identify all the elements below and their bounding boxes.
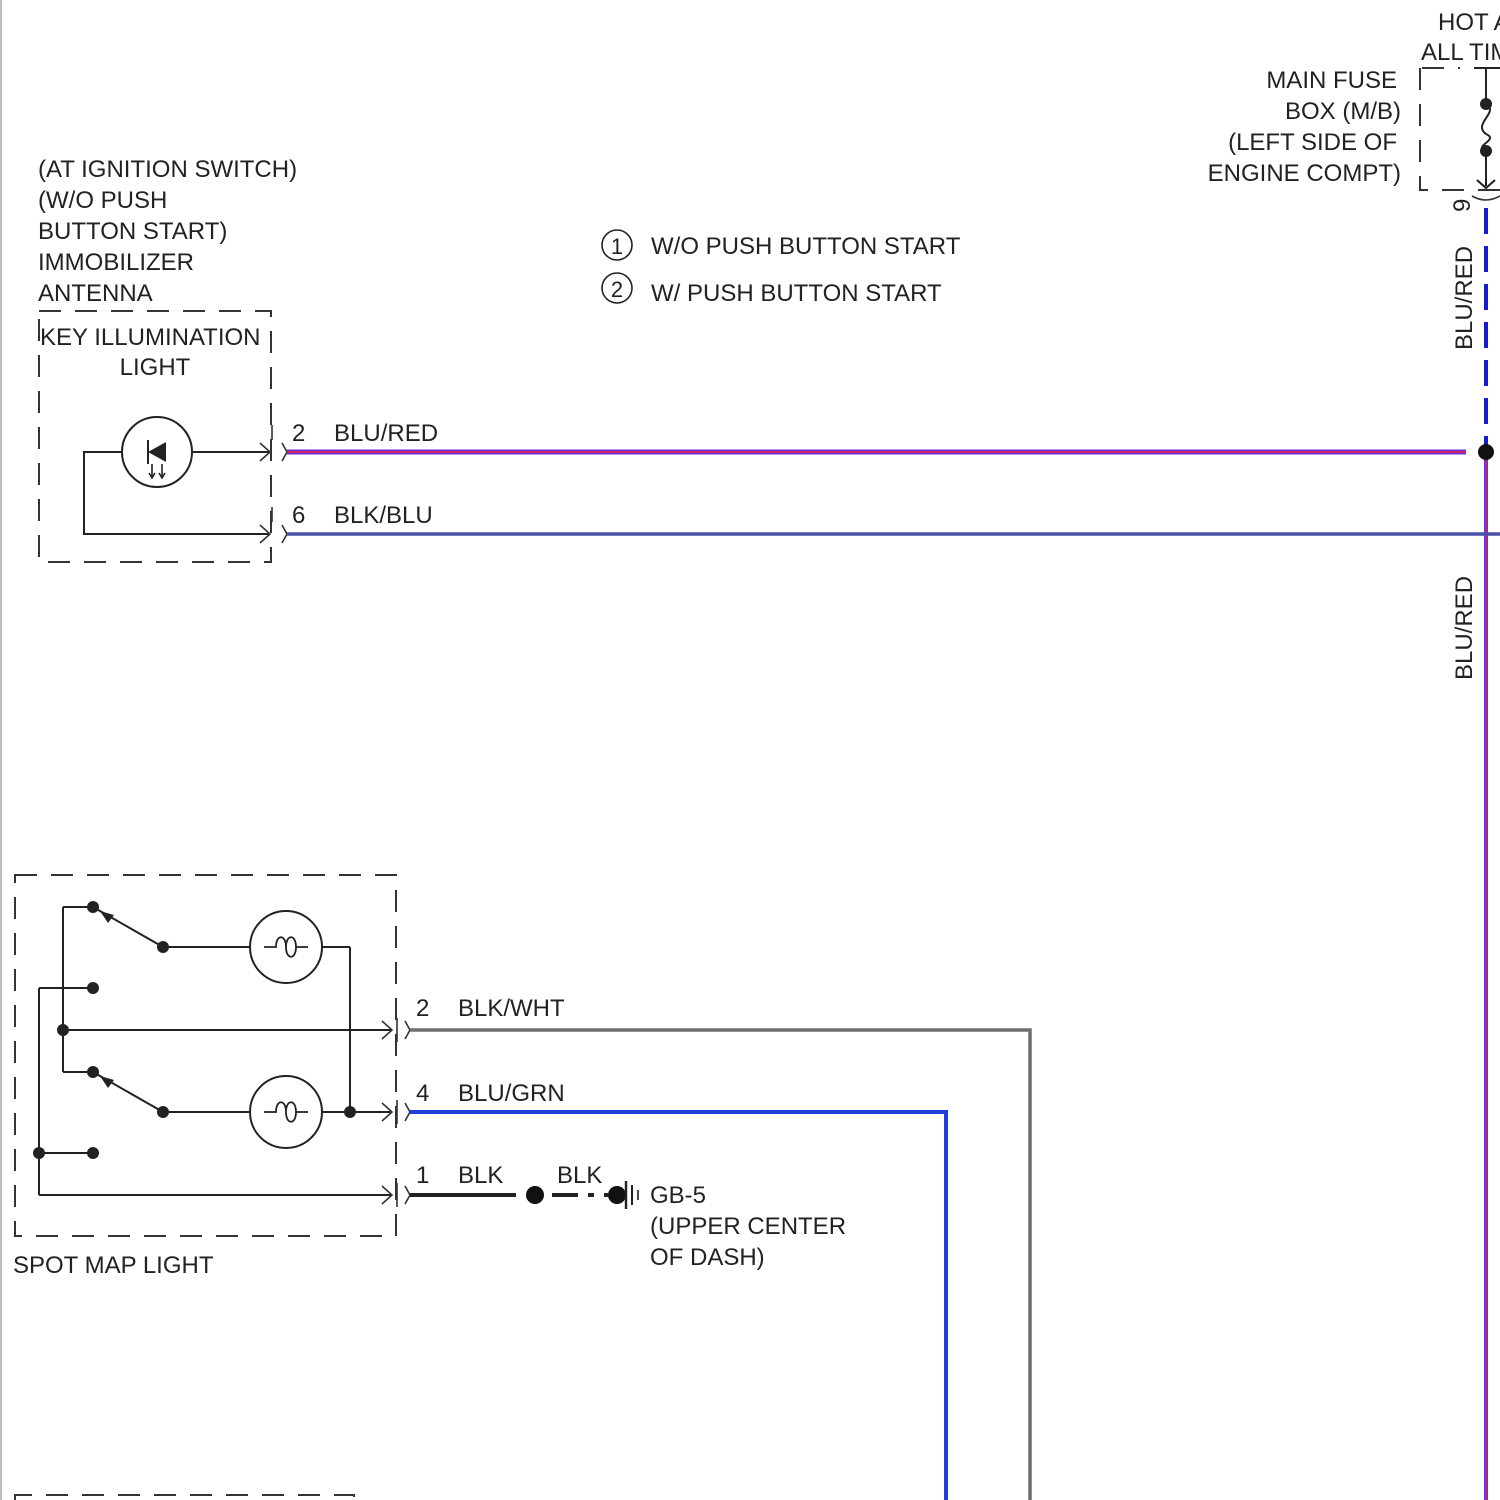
fuse-pin-label: 9 (1449, 199, 1476, 212)
key-location-line-1: (AT IGNITION SWITCH) (38, 156, 297, 183)
vertical-wire-label-upper: BLU/RED (1451, 246, 1478, 350)
ground-wire-label: BLK (557, 1162, 602, 1189)
bulb-lower-icon (250, 1076, 322, 1148)
vertical-wire-label-lower: BLU/RED (1451, 576, 1478, 680)
key-light-title-line-1: KEY ILLUMINATION (40, 324, 261, 351)
key-pin-6-number: 6 (292, 502, 305, 529)
fuse-box-outline (1420, 68, 1500, 190)
fuse-box-line-3: (LEFT SIDE OF (1228, 129, 1397, 156)
fuse-box-line-4: ENGINE COMPT) (1208, 160, 1401, 187)
key-light-title-line-2: LIGHT (120, 354, 191, 381)
hot-at-label: HOT AT (1438, 9, 1500, 36)
door-switch-lower-icon (87, 1066, 169, 1118)
legend-num-2: 2 (611, 277, 623, 302)
ground-line-1: GB-5 (650, 1182, 706, 1209)
all-times-label: ALL TIMES (1421, 39, 1500, 66)
ground-terminal (608, 1186, 626, 1204)
splice-point (1478, 444, 1494, 460)
legend: 1 W/O PUSH BUTTON START 2 W/ PUSH BUTTON… (602, 230, 961, 307)
spot-pin-2-number: 2 (416, 995, 429, 1022)
fuse-box-line-1: MAIN FUSE (1266, 67, 1397, 94)
ground-line-2: (UPPER CENTER (650, 1213, 846, 1240)
spot-light-title: SPOT MAP LIGHT (13, 1252, 214, 1279)
spot-pin-2-wire-label: BLK/WHT (458, 995, 565, 1022)
fuse-symbol (1472, 68, 1500, 200)
key-location-line-5: ANTENNA (38, 280, 153, 307)
spot-pin-1-wire-label: BLK (458, 1162, 503, 1189)
fuse-box-line-2: BOX (M/B) (1285, 98, 1401, 125)
spot-light-internal-circuit (33, 907, 392, 1195)
door-switch-upper-icon (87, 901, 169, 953)
spot-pin-4-number: 4 (416, 1080, 429, 1107)
spot-pin-4-wire-label: BLU/GRN (458, 1080, 565, 1107)
key-location-line-4: IMMOBILIZER (38, 249, 194, 276)
key-light-connector-pin-2 (260, 425, 287, 461)
led-icon (122, 417, 192, 487)
ground-splice-point (526, 1186, 544, 1204)
key-location-line-3: BUTTON START) (38, 218, 227, 245)
key-light-location-label: (AT IGNITION SWITCH) (W/O PUSH BUTTON ST… (38, 156, 297, 307)
legend-text-1: W/O PUSH BUTTON START (651, 233, 961, 260)
next-component-box (15, 1495, 354, 1500)
spot-pin-1-number: 1 (416, 1162, 429, 1189)
key-light-connector-pin-6 (260, 507, 287, 543)
fuse-box-label: MAIN FUSE BOX (M/B) (LEFT SIDE OF ENGINE… (1208, 67, 1401, 187)
bulb-upper-icon (250, 911, 322, 983)
ground-icon (626, 1181, 638, 1209)
key-pin-2-number: 2 (292, 420, 305, 447)
key-pin-2-wire-label: BLU/RED (334, 420, 438, 447)
ground-location-label: GB-5 (UPPER CENTER OF DASH) (650, 1182, 846, 1271)
key-location-line-2: (W/O PUSH (38, 187, 167, 214)
spot-light-box (15, 875, 396, 1236)
legend-text-2: W/ PUSH BUTTON START (651, 280, 942, 307)
key-pin-6-wire-label: BLK/BLU (334, 502, 433, 529)
ground-line-3: OF DASH) (650, 1244, 765, 1271)
legend-num-1: 1 (611, 234, 623, 259)
key-light-ground-lead (84, 452, 270, 534)
